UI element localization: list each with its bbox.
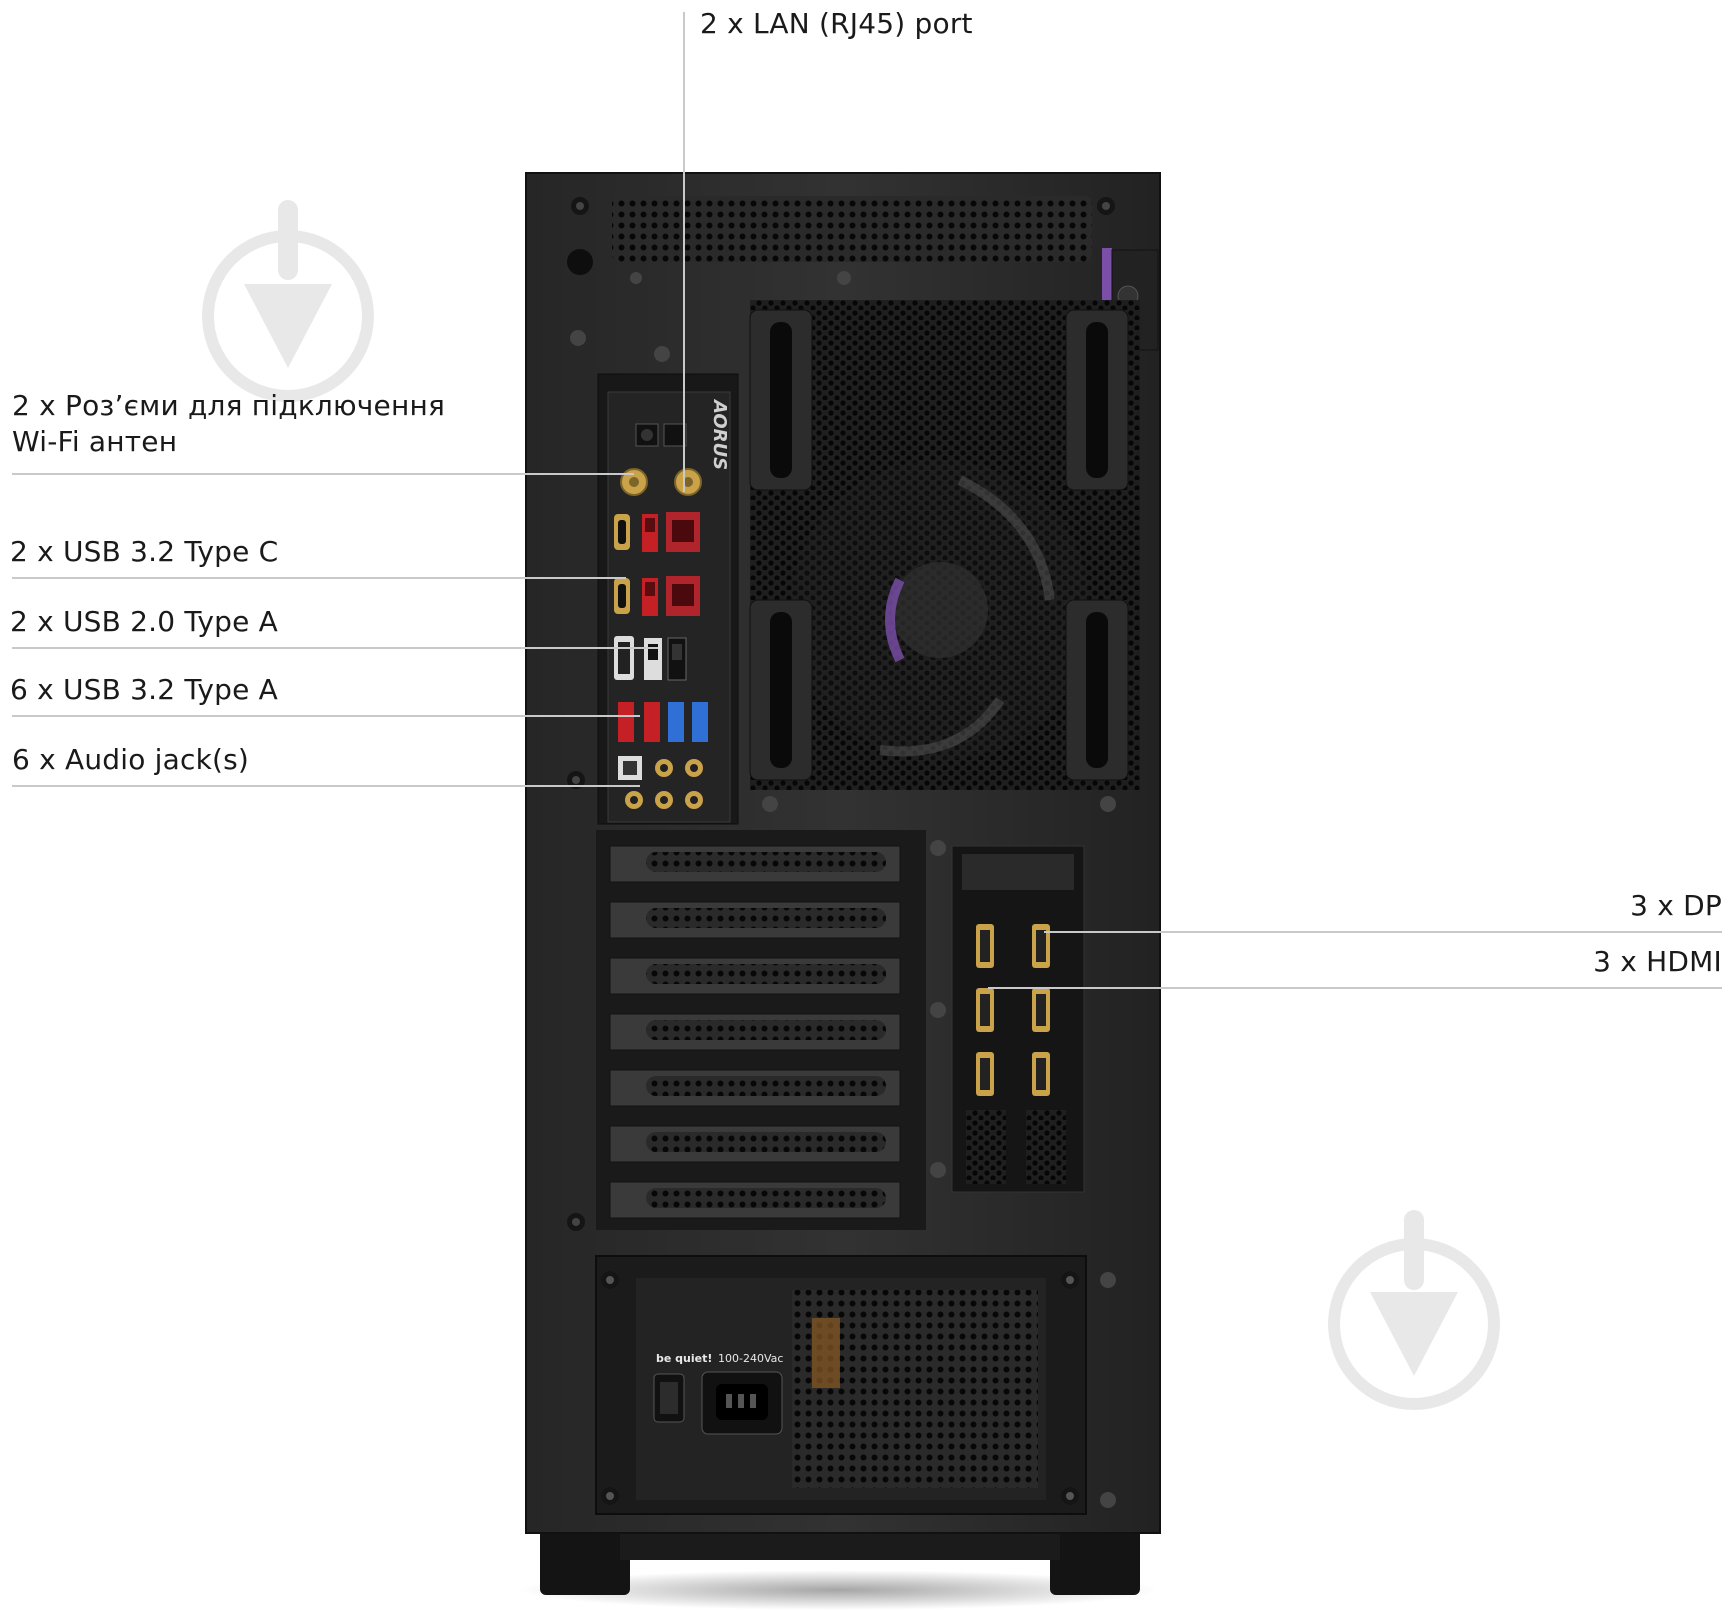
displayport-port bbox=[1032, 988, 1050, 1032]
callout-hdmi: 3 x HDMI bbox=[1593, 945, 1722, 978]
displayport-port bbox=[1032, 1052, 1050, 1096]
callout-wifi-line-1: 2 x Роз’єми для підключення bbox=[12, 389, 446, 422]
lan-rj45-port bbox=[666, 576, 700, 616]
callout-usb3a: 6 x USB 3.2 Type A bbox=[10, 673, 278, 706]
case-foot bbox=[1050, 1525, 1140, 1595]
usb-c-port bbox=[614, 514, 630, 550]
callout-lines bbox=[12, 12, 1722, 989]
audio-jack bbox=[685, 791, 703, 809]
wifi-antenna-connector bbox=[620, 468, 648, 496]
usb2-port bbox=[644, 638, 662, 680]
callout-usb2: 2 x USB 2.0 Type A bbox=[10, 605, 278, 638]
expansion-slot-covers bbox=[609, 845, 901, 1219]
hdmi-port bbox=[976, 1052, 994, 1096]
callout-wifi-line-2: Wi-Fi антен bbox=[12, 425, 178, 458]
usb-c-port bbox=[614, 578, 630, 614]
usb3-port bbox=[644, 702, 660, 742]
power-switch bbox=[653, 1373, 685, 1423]
audio-jack bbox=[655, 791, 673, 809]
rear-fan bbox=[790, 460, 1090, 760]
usb3-port bbox=[668, 702, 684, 742]
usb2-port bbox=[667, 637, 687, 681]
audio-jack bbox=[625, 791, 643, 809]
aorus-logo: AORUS bbox=[709, 398, 730, 470]
wifi-antenna-connector bbox=[674, 468, 702, 496]
hdmi-port bbox=[976, 988, 994, 1032]
usb3-port bbox=[692, 702, 708, 742]
callout-usb-c: 2 x USB 3.2 Type C bbox=[10, 535, 279, 568]
case-foot bbox=[540, 1525, 630, 1595]
callout-audio: 6 x Audio jack(s) bbox=[12, 743, 250, 776]
callout-lan: 2 x LAN (RJ45) port bbox=[700, 7, 973, 40]
download-watermark-icon bbox=[1328, 1210, 1500, 1410]
callout-dp: 3 x DP bbox=[1630, 889, 1722, 922]
callout-wifi: 2 x Роз’єми для підключення Wi-Fi антен bbox=[12, 388, 445, 460]
psu-brand-logo: be quiet! bbox=[656, 1352, 712, 1365]
top-vent bbox=[612, 196, 1092, 262]
displayport-port bbox=[1032, 924, 1050, 968]
psu-voltage-text: 100-240Vac bbox=[718, 1352, 783, 1365]
lan-rj45-port bbox=[666, 512, 700, 552]
audio-jack bbox=[655, 759, 673, 777]
audio-jack bbox=[685, 759, 703, 777]
usb3-port bbox=[618, 702, 634, 742]
hdmi-port bbox=[976, 924, 994, 968]
download-watermark-icon bbox=[202, 200, 374, 402]
power-inlet bbox=[701, 1371, 783, 1435]
